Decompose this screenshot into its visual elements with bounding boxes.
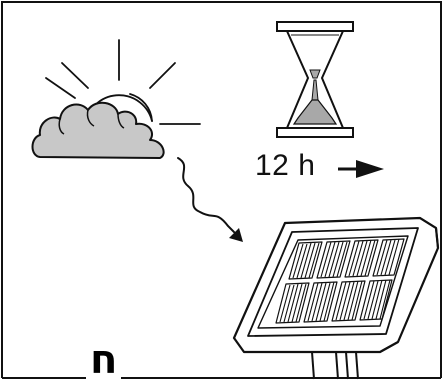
arrow-right-icon xyxy=(338,160,384,178)
cloud-icon xyxy=(31,101,165,159)
solar-panel-icon xyxy=(232,216,440,380)
corner-symbol: ח xyxy=(86,340,122,380)
wavy-arrow-icon xyxy=(177,157,243,242)
duration-label: 12 h xyxy=(255,149,316,182)
hourglass-icon xyxy=(276,21,354,138)
